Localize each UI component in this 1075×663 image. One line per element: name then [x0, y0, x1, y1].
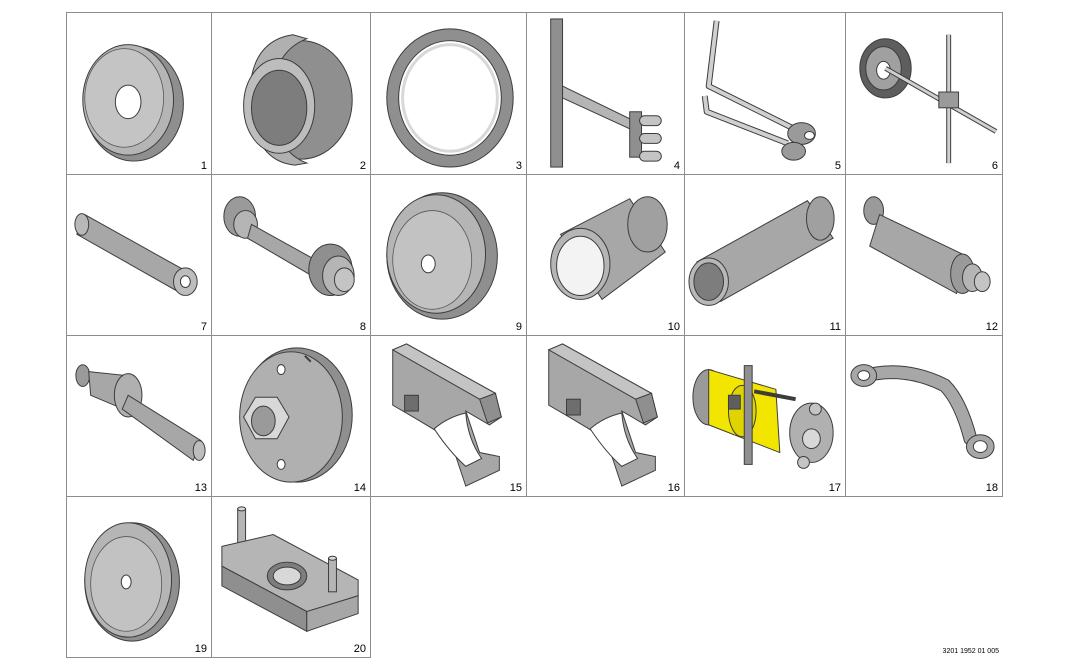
- tool-number: 15: [509, 482, 522, 494]
- tool-cell-17: 17: [684, 335, 846, 497]
- offset-wrench-icon: [850, 364, 995, 459]
- tool-cell-16: 16: [526, 335, 685, 497]
- tool-number: 12: [985, 321, 998, 333]
- clamping-fixture-icon: [692, 365, 834, 469]
- fork-plate-icon: [391, 343, 502, 487]
- spline-fixture-icon: [221, 506, 359, 633]
- tool-cell-12: 12: [845, 174, 1003, 336]
- disc-drift-icon: [82, 44, 184, 162]
- tool-number: 11: [829, 321, 841, 333]
- tool-number: 19: [194, 643, 207, 655]
- tool-cell-15: 15: [370, 335, 527, 497]
- hex-key-icon: [701, 20, 816, 161]
- tool-number: 18: [985, 482, 998, 494]
- tool-number: 4: [673, 160, 680, 172]
- tool-cell-18: 18: [845, 335, 1003, 497]
- tool-cell-14: 14: [211, 335, 371, 497]
- ring-icon: [386, 28, 514, 168]
- tool-cell-19: 19: [66, 496, 212, 658]
- tool-number: 8: [359, 321, 366, 333]
- tool-number: 1: [200, 160, 207, 172]
- tool-cell-11: 11: [684, 174, 846, 336]
- document-code: 3201 1952 01 005: [942, 648, 999, 655]
- tool-number: 2: [359, 160, 366, 172]
- tool-cell-5: 5: [684, 12, 846, 175]
- sleeve-drift-icon: [243, 34, 353, 166]
- double-drift-icon: [223, 196, 355, 296]
- tool-number: 17: [828, 482, 841, 494]
- tool-number: 10: [667, 321, 680, 333]
- puller-spindle-icon: [859, 34, 998, 164]
- tube-icon: [688, 196, 835, 306]
- tool-cell-7: 7: [66, 174, 212, 336]
- disc-drift-icon: [84, 522, 180, 642]
- tool-cell-3: 3: [370, 12, 527, 175]
- sleeve-icon: [74, 213, 198, 296]
- puller-bar-icon: [550, 18, 662, 168]
- tool-cell-13: 13: [66, 335, 212, 497]
- tool-cell-10: 10: [526, 174, 685, 336]
- tool-cell-2: 2: [211, 12, 371, 175]
- tool-number: 7: [200, 321, 207, 333]
- stepped-drift-icon: [863, 196, 991, 295]
- fork-plate-icon: [547, 343, 658, 487]
- tool-number: 3: [515, 160, 522, 172]
- tool-cell-9: 9: [370, 174, 527, 336]
- tool-number: 9: [515, 321, 522, 333]
- tool-cell-1: 1: [66, 12, 212, 175]
- pilot-drift-icon: [75, 364, 206, 462]
- disc-drift-icon: [386, 192, 498, 320]
- tool-number: 20: [353, 643, 366, 655]
- tool-cell-20: 20: [211, 496, 371, 658]
- flange-nut-icon: [239, 347, 353, 483]
- bushing-icon: [550, 196, 668, 301]
- tool-number: 5: [834, 160, 841, 172]
- tool-number: 16: [667, 482, 680, 494]
- tool-number: 14: [353, 482, 366, 494]
- tool-number: 13: [194, 482, 207, 494]
- tool-number: 6: [991, 160, 998, 172]
- tool-cell-4: 4: [526, 12, 685, 175]
- tool-cell-6: 6: [845, 12, 1003, 175]
- tool-cell-8: 8: [211, 174, 371, 336]
